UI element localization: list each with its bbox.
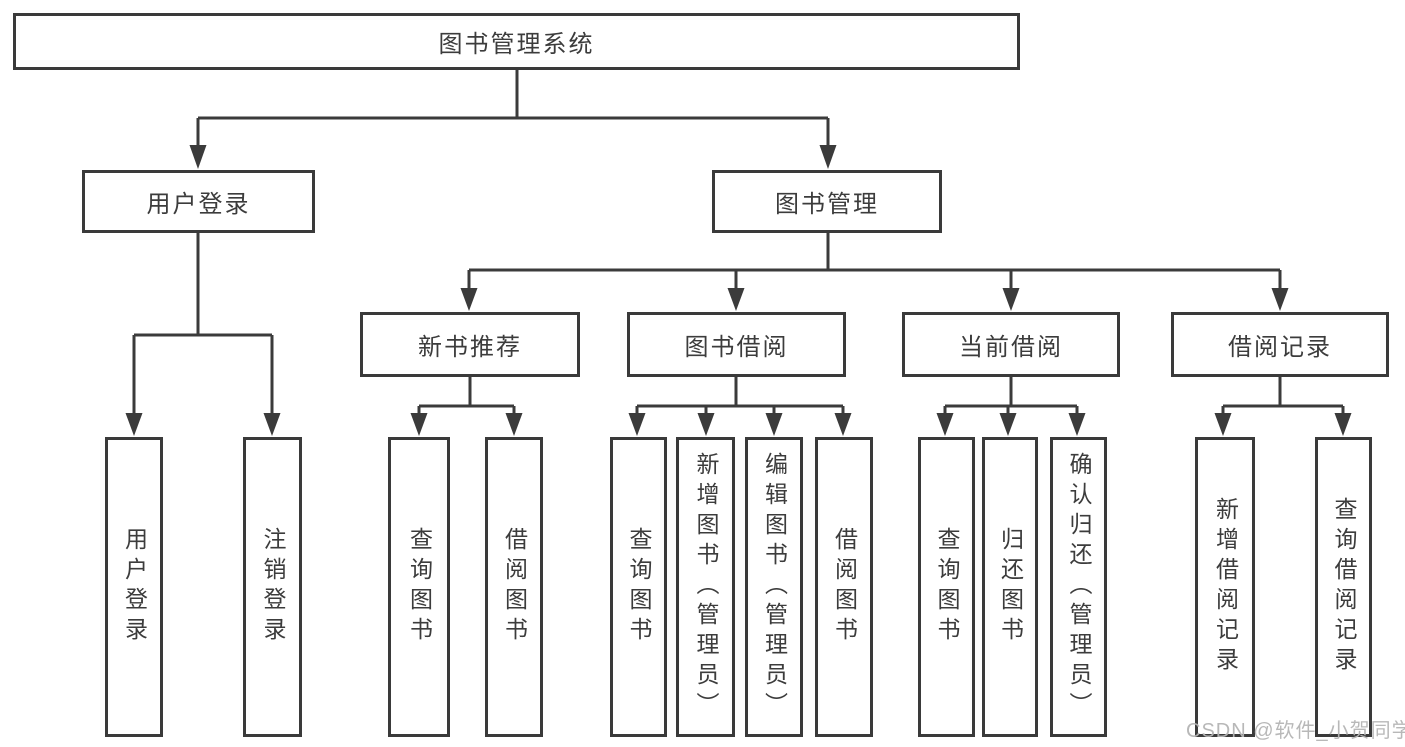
node-book-borrowing: 图书借阅 (627, 312, 846, 377)
leaf-query-borrow-record: 查询借阅记录 (1315, 437, 1372, 737)
node-borrow-records: 借阅记录 (1171, 312, 1389, 377)
leaf-confirm-return-admin: 确认归还（管理员） (1050, 437, 1107, 737)
leaf-logout: 注销登录 (243, 437, 302, 737)
leaf-borrow-books-recommend: 借阅图书 (485, 437, 543, 737)
leaf-add-books-admin: 新增图书（管理员） (676, 437, 735, 737)
node-library-management-system: 图书管理系统 (13, 13, 1020, 70)
leaf-query-books-recommend: 查询图书 (388, 437, 450, 737)
node-current-borrowing: 当前借阅 (902, 312, 1120, 377)
csdn-watermark: CSDN @软件_小贺同学 (1186, 720, 1405, 742)
node-new-book-recommendation: 新书推荐 (360, 312, 580, 377)
leaf-query-books-current: 查询图书 (918, 437, 975, 737)
leaf-return-books: 归还图书 (982, 437, 1038, 737)
node-user-login: 用户登录 (82, 170, 315, 233)
leaf-query-books-borrow: 查询图书 (610, 437, 667, 737)
leaf-edit-books-admin: 编辑图书（管理员） (745, 437, 803, 737)
leaf-borrow-books: 借阅图书 (815, 437, 873, 737)
leaf-add-borrow-record: 新增借阅记录 (1195, 437, 1255, 737)
leaf-user-login: 用户登录 (105, 437, 163, 737)
node-book-management: 图书管理 (712, 170, 942, 233)
